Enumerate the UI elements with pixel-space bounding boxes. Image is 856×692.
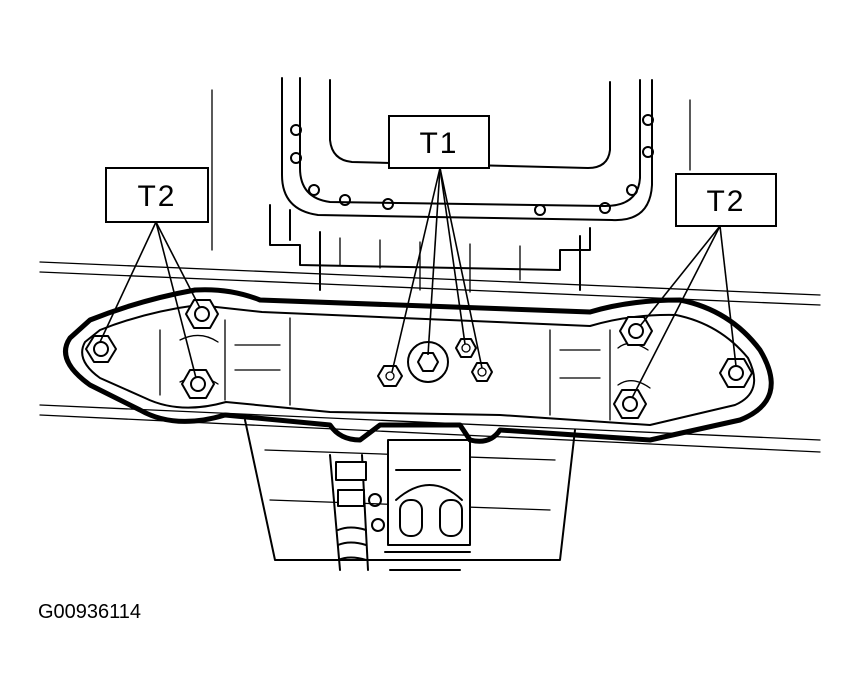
pan-bolt-holes xyxy=(290,114,654,216)
hex-bolt xyxy=(719,358,753,388)
label-t2-right-text: T2 xyxy=(706,185,745,218)
label-t1-text: T1 xyxy=(419,127,458,160)
t1-nuts xyxy=(377,338,493,387)
hex-bolt xyxy=(613,389,647,419)
hex-bolt xyxy=(181,369,215,399)
figure-id: G00936114 xyxy=(38,601,141,623)
label-t2-right: T2 xyxy=(675,173,777,227)
label-t2-left-text: T2 xyxy=(137,180,176,213)
hex-nut xyxy=(377,365,403,387)
hex-bolt xyxy=(85,335,117,363)
label-t1: T1 xyxy=(388,115,490,169)
hex-bolt xyxy=(185,299,219,329)
hex-nut xyxy=(455,338,477,358)
lower-driveline xyxy=(244,419,576,571)
transmission-oil-pan xyxy=(269,77,654,293)
hex-bolt xyxy=(619,316,653,346)
label-t2-left: T2 xyxy=(105,167,209,223)
leader-lines xyxy=(99,167,737,399)
t2-bolts xyxy=(85,299,753,419)
hex-nut xyxy=(471,362,493,382)
hex-nut xyxy=(417,352,439,372)
